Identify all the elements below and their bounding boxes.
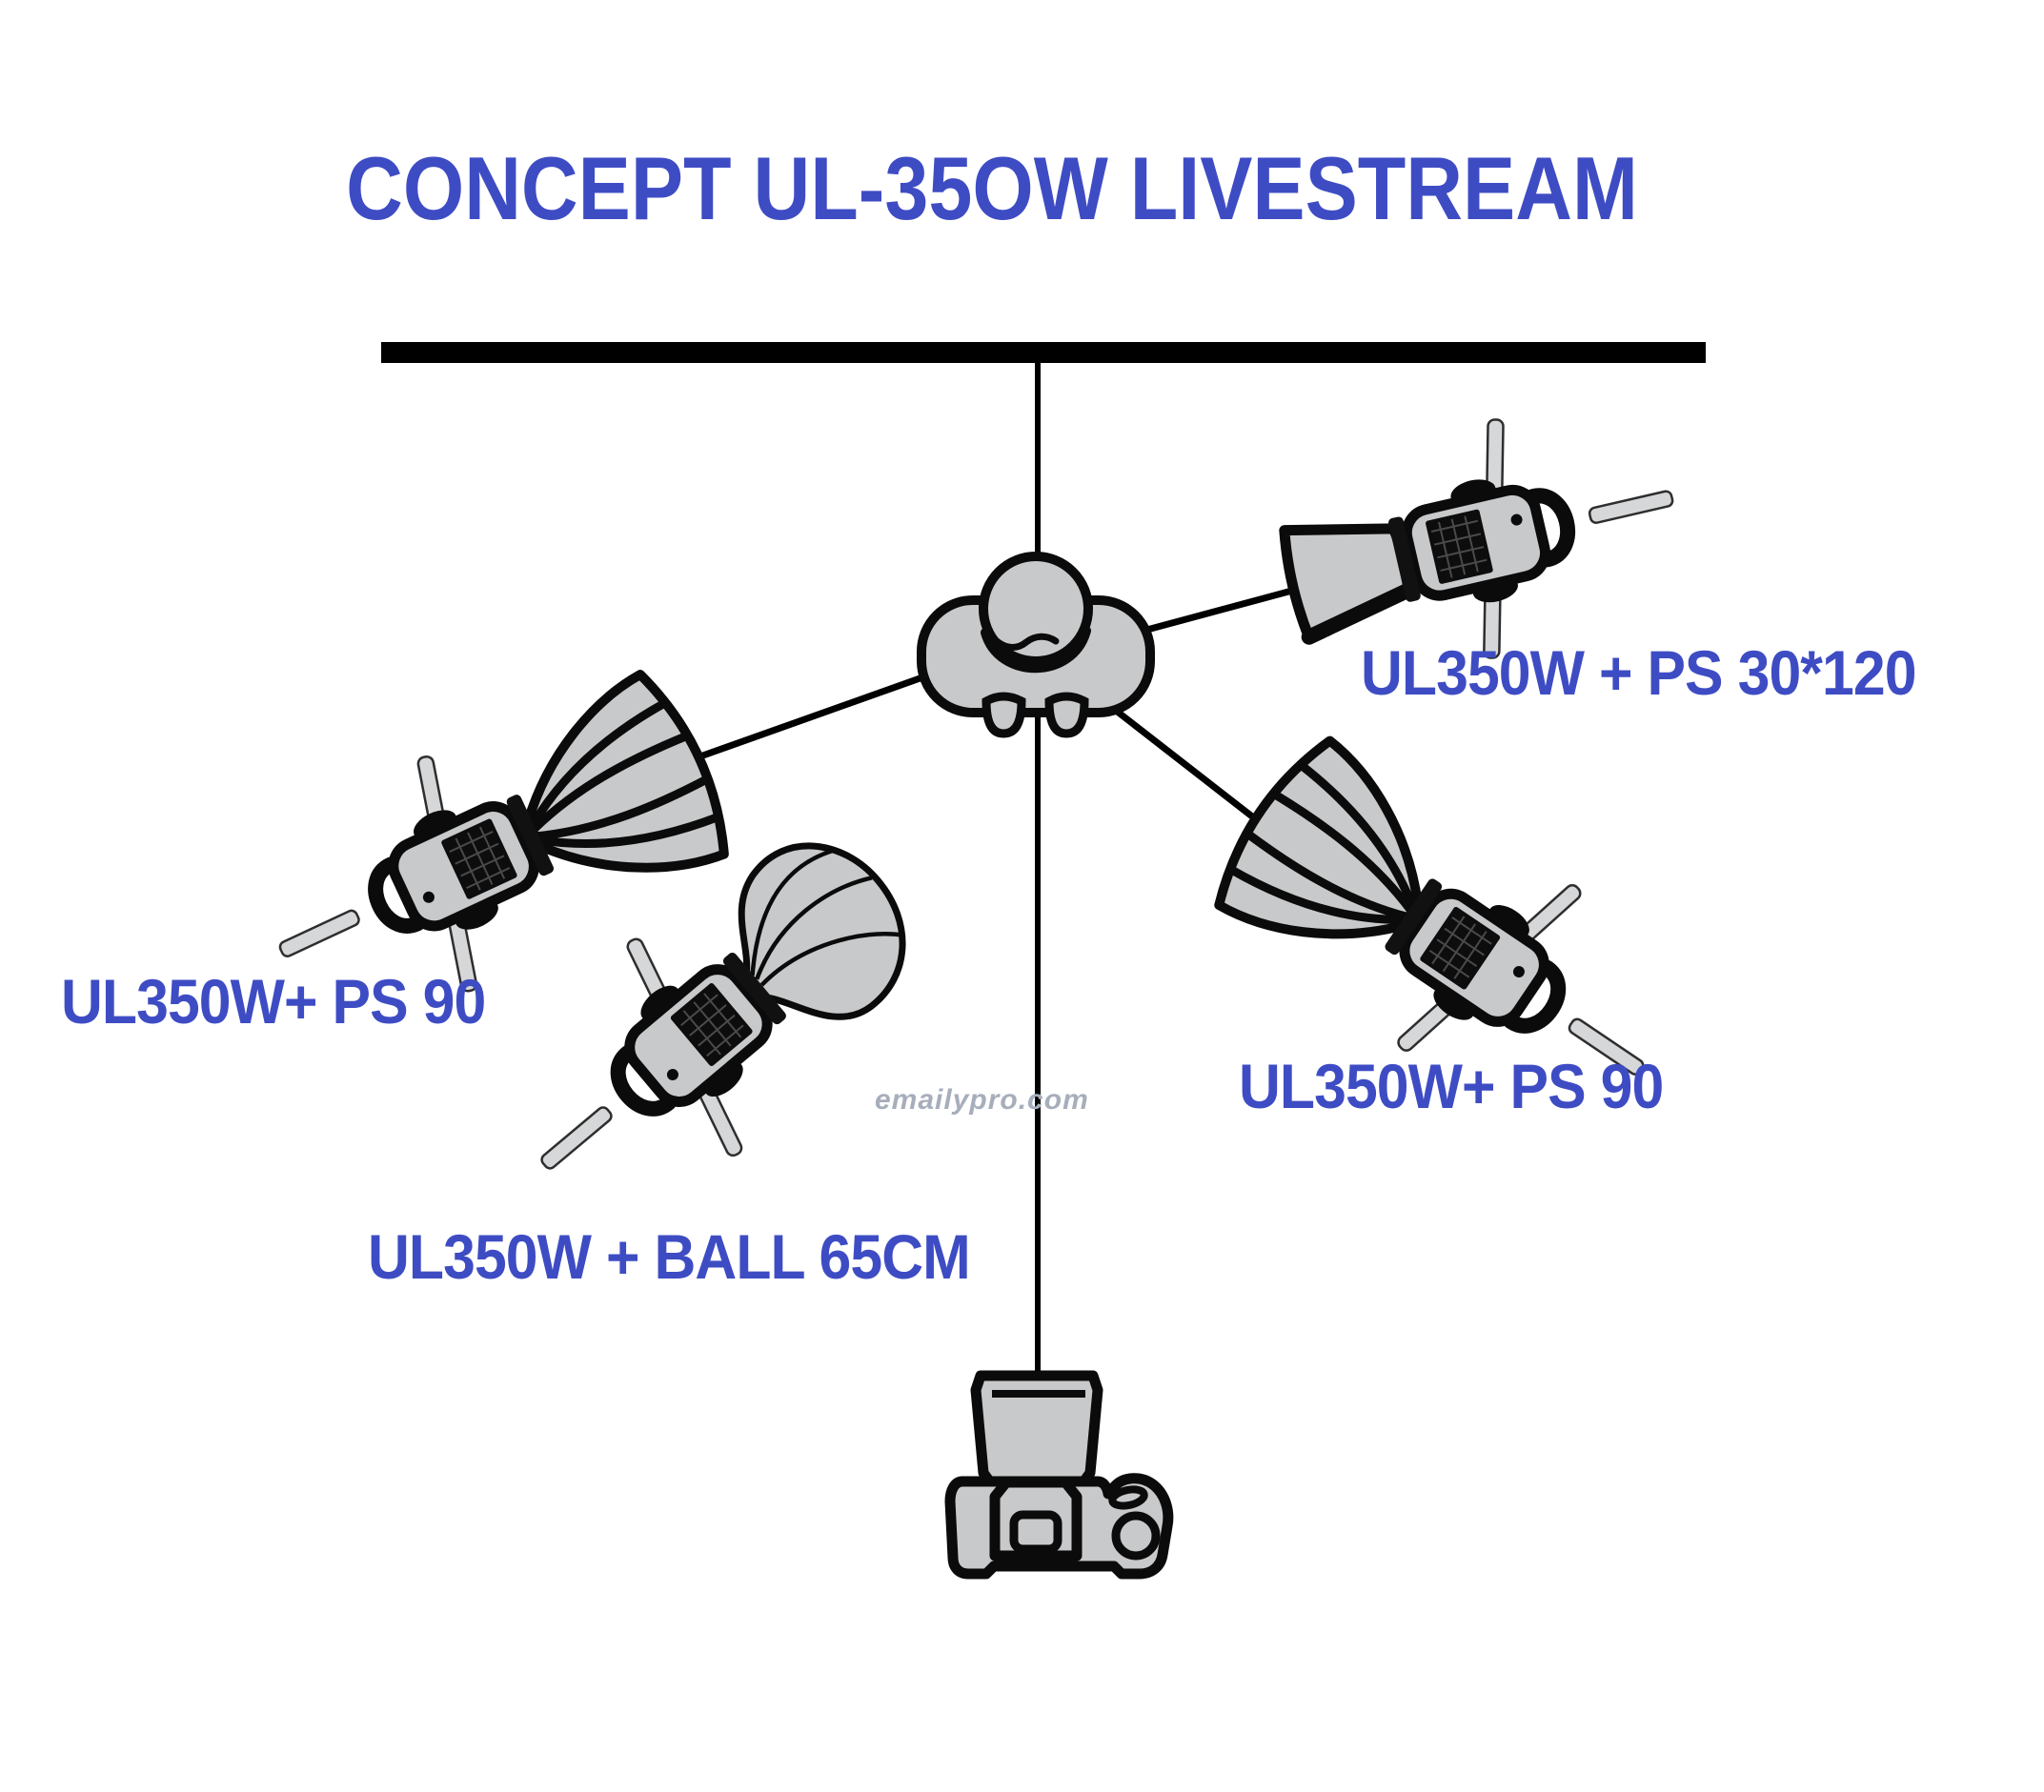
watermark: emailypro.com	[875, 1084, 1089, 1116]
label-center-ball: UL350W + BALL 65CM	[368, 1221, 971, 1292]
camera-dslr	[944, 1370, 1174, 1580]
backdrop-bar	[381, 342, 1706, 363]
camera-button	[1108, 1485, 1148, 1510]
subject-person	[917, 552, 1155, 738]
camera-dial	[1111, 1511, 1161, 1560]
label-right-parabolic: UL350W+ PS 90	[1239, 1051, 1664, 1121]
label-left-parabolic: UL350W+ PS 90	[61, 966, 486, 1037]
diagram-title: CONCEPT UL-35OW LIVESTREAM	[346, 138, 1638, 238]
label-right-strip: UL350W + PS 30*120	[1361, 637, 1916, 708]
strobe-head-icon	[1370, 383, 1698, 675]
